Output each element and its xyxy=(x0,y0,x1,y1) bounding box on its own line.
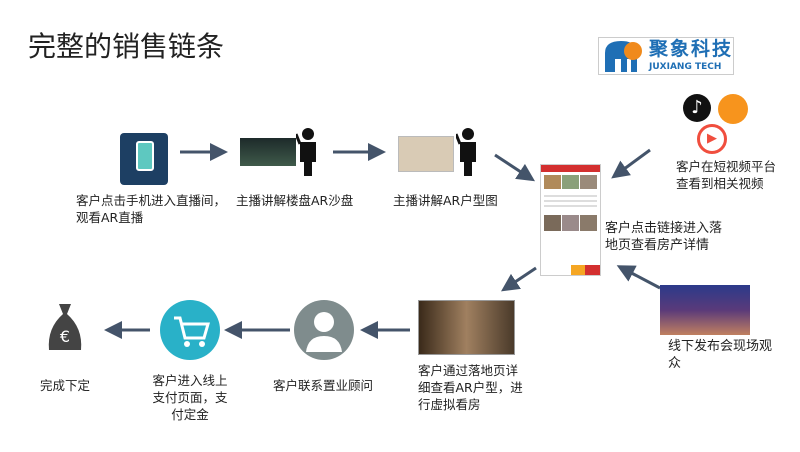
page-title: 完整的销售链条 xyxy=(28,30,225,63)
ar-room-image xyxy=(418,300,515,355)
step1-text: 客户点击手机进入直播间， xyxy=(76,193,227,208)
arrow xyxy=(611,148,651,179)
pay-text: 付定金 xyxy=(171,407,209,422)
logo-en: JUXIANG TECH xyxy=(649,62,722,72)
kuaishou-icon xyxy=(718,94,748,124)
pay-text: 客户进入线上 xyxy=(152,373,228,388)
short-video-text: 查看到相关视频 xyxy=(676,176,764,191)
ar-view-text: 客户通过落地页详 xyxy=(418,363,519,378)
logo: 聚象科技 JUXIANG TECH xyxy=(598,37,734,75)
short-video-text: 客户在短视频平台 xyxy=(676,159,777,174)
landing-page-phone xyxy=(540,164,601,276)
elephant-logo-icon xyxy=(605,41,642,72)
step1-text: 观看AR直播 xyxy=(76,210,144,225)
svg-text:€: € xyxy=(60,327,70,346)
offline-text: 线下发布会现场观 xyxy=(668,339,773,354)
huoshan-video-icon: ▶ xyxy=(697,124,727,154)
arrow xyxy=(494,153,536,182)
ar-sandbox-image xyxy=(240,138,296,166)
contact-text: 客户联系置业顾问 xyxy=(273,378,374,393)
step3-text: 主播讲解AR户型图 xyxy=(393,193,498,208)
landing-text: 地页查看房产详情 xyxy=(605,238,710,253)
offline-text: 众 xyxy=(668,356,682,371)
pay-text: 支付页面，支 xyxy=(152,390,228,405)
money-bag-icon: € xyxy=(48,304,82,350)
douyin-icon: ♪ xyxy=(683,94,711,122)
ar-view-text: 细查看AR户型，进 xyxy=(418,380,523,395)
landing-text: 客户点击链接进入落 xyxy=(605,221,723,236)
arrow xyxy=(616,265,661,290)
consultant-icon xyxy=(294,300,354,360)
done-text: 完成下定 xyxy=(40,378,91,393)
phone-hand-icon xyxy=(120,133,168,185)
cart-icon xyxy=(160,300,220,360)
presenter-icon xyxy=(456,128,476,176)
ar-floorplan-image xyxy=(398,136,454,172)
offline-event-image xyxy=(660,285,750,335)
presenter-icon xyxy=(296,128,316,176)
ar-view-text: 行虚拟看房 xyxy=(418,397,481,412)
arrow xyxy=(501,266,537,292)
logo-cn: 聚象科技 xyxy=(649,38,734,60)
step2-text: 主播讲解楼盘AR沙盘 xyxy=(236,193,354,208)
